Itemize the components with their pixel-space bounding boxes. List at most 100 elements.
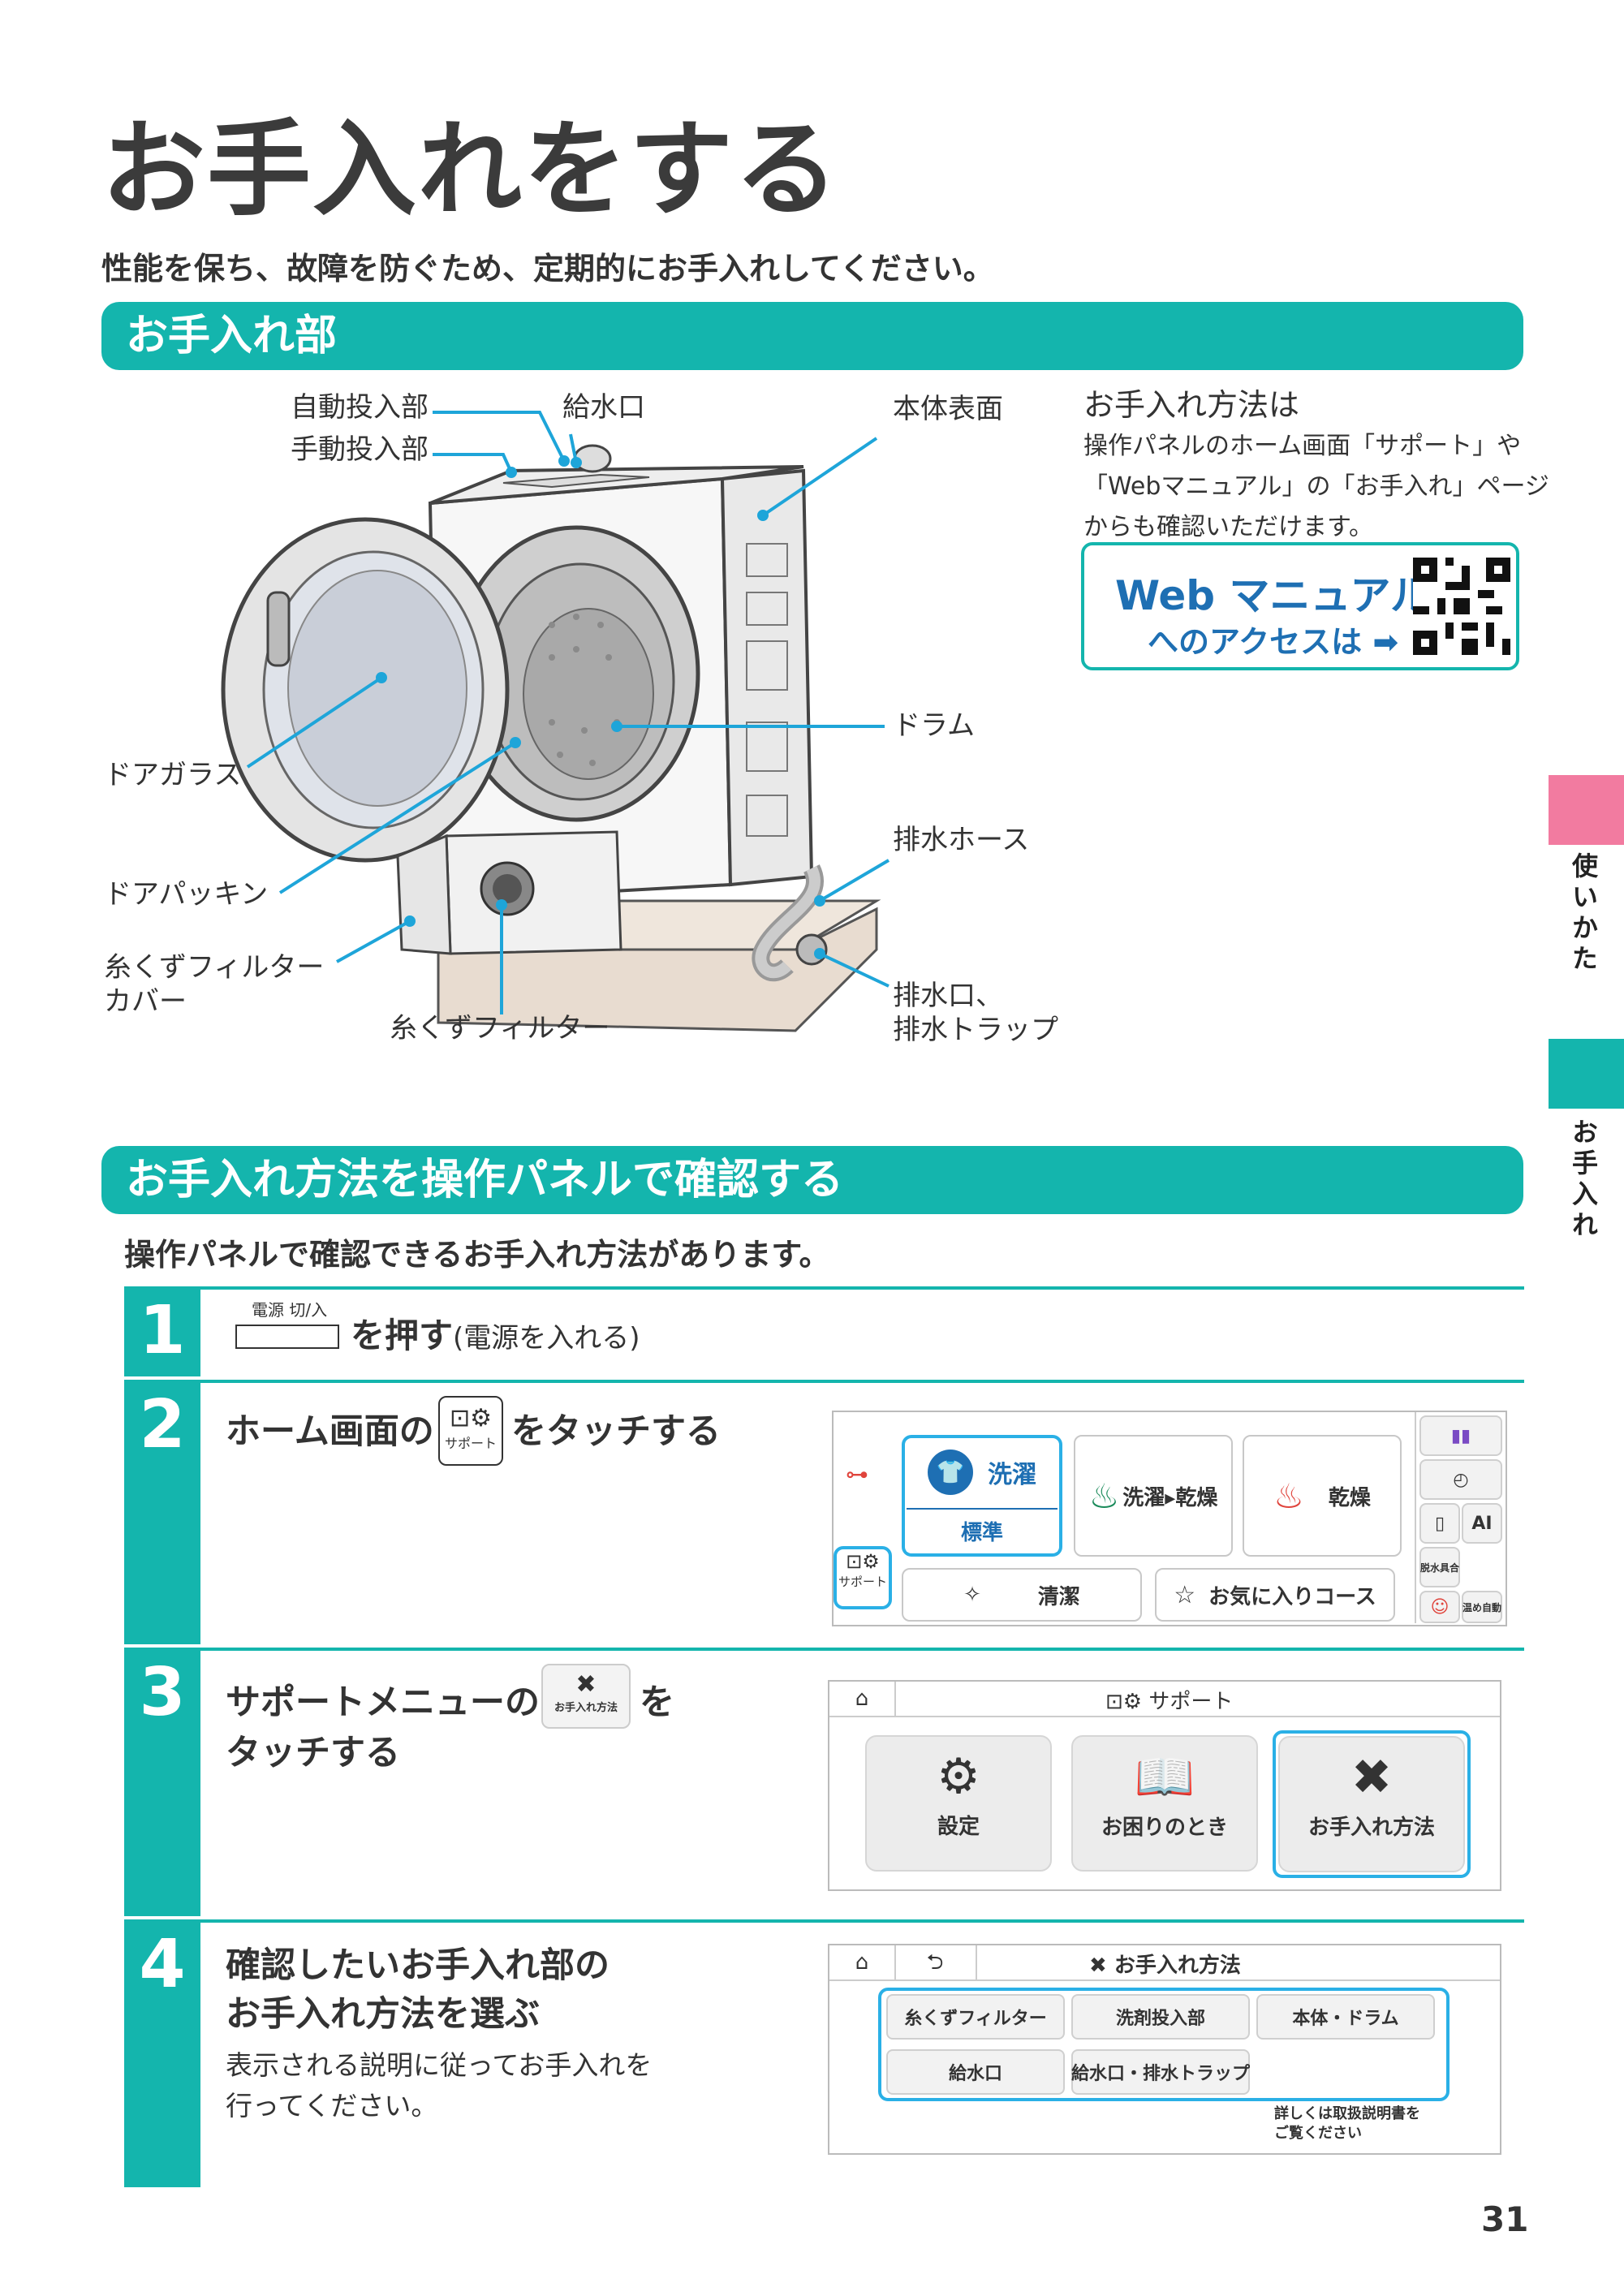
step4-desc-2: 行ってください。 [226,2090,438,2122]
care-method-label: お手入れ方法 [1307,1816,1435,1840]
care-item-drain-trap[interactable]: 給水口・排水トラップ [1071,2049,1250,2095]
side-tab-usage-marker [1549,775,1624,845]
care-screen-header [829,1945,1500,1981]
step1-note: (電源を入れる) [453,1322,640,1355]
side-tab-care[interactable]: お手入れ [1568,1118,1599,1242]
side-tab-usage[interactable]: 使いかた [1568,852,1599,976]
support-icon-button: ⊡⚙ サポート [438,1396,503,1466]
care-item-detergent[interactable]: 洗剤投入部 [1071,1994,1250,2040]
home-support-button[interactable]: ⊡⚙ サポート [835,1550,890,1590]
label-water-inlet: 給水口 [562,391,645,424]
trouble-button[interactable]: 📖 お困りのとき [1071,1735,1258,1872]
care-home-icon[interactable]: ⌂ [829,1945,896,1979]
step-number-4: 4 [139,1926,186,2003]
care-method-icon-button: ✖ お手入れ方法 [541,1664,631,1729]
care-footer-2: ご覧ください [1274,2125,1362,2142]
care-item-body-drum[interactable]: 本体・ドラム [1256,1994,1435,2040]
divider-1 [200,1380,1524,1383]
wash-dry-button[interactable]: ♨ 洗濯▸乾燥 [1074,1435,1233,1557]
care-method-button[interactable]: ✖ お手入れ方法 [1278,1736,1465,1872]
label-body-surface: 本体表面 [893,393,1003,425]
section2-lead: 操作パネルで確認できるお手入れ方法があります。 [124,1237,830,1273]
clean-label: 清潔 [1037,1584,1080,1609]
step4-line1: 確認したいお手入れ部の [226,1945,610,1986]
dry-button[interactable]: ♨ 乾燥 [1243,1435,1402,1557]
method-line-2: 「Webマニュアル」の「お手入れ」ページ [1083,472,1549,501]
label-drain-outlet-1: 排水口、 [893,980,1003,1012]
lock-key-icon: ⊶ [846,1461,868,1488]
label-manual-dispenser: 手動投入部 [291,433,429,466]
care-method-icon-label: お手入れ方法 [554,1702,618,1714]
step3-pre: サポートメニューの [226,1682,540,1723]
timer-icon[interactable]: ◴ [1419,1459,1502,1500]
ai-button[interactable]: AI [1462,1503,1502,1544]
spin-setting-button[interactable]: 脱水具合 [1419,1547,1460,1587]
wash-label: 洗濯 [988,1461,1036,1489]
support-title-icon: ⊡⚙ [1105,1690,1149,1714]
home-icon[interactable]: ⌂ [829,1682,896,1716]
side-tab-usage-color [1549,775,1624,845]
care-title-gloves-icon: ✖ [1089,1954,1114,1978]
trouble-label: お困りのとき [1101,1816,1228,1840]
method-heading: お手入れ方法は [1083,387,1300,423]
page-lead: 性能を保ち、故障を防ぐため、定期的にお手入れしてください。 [101,251,994,286]
wash-button[interactable]: 👕 洗濯 [907,1440,1058,1505]
care-footer-1: 詳しくは取扱説明書を [1274,2105,1420,2122]
step4-desc: 表示される説明に従ってお手入れを 行ってください。 [226,2045,652,2126]
clean-sparkle-icon: ✧ [963,1583,981,1607]
face-icon[interactable]: ☺ [1419,1591,1460,1623]
care-gloves-icon: ✖ [1350,1749,1393,1806]
step1-text: を押す(電源を入れる) [351,1308,640,1358]
side-tab-care-color [1549,1039,1624,1109]
step-gap-1 [124,1376,200,1380]
label-lint-cover-1: 糸くずフィルター [104,951,325,984]
qr-code-icon[interactable] [1413,557,1510,656]
label-door-packing: ドアパッキン [104,878,269,911]
care-title-label: お手入れ方法 [1114,1954,1241,1978]
back-arrow-icon[interactable]: ⮌ [894,1945,977,1979]
power-button[interactable] [235,1325,339,1349]
care-item-lint-filter[interactable]: 糸くずフィルター [886,1994,1065,2040]
detergent-bottles-icon[interactable]: ▮▮ [1419,1415,1502,1456]
support-screen-header [829,1682,1500,1717]
web-manual-box[interactable]: Web マニュアル へのアクセスは ➡ [1081,542,1519,670]
support-gear-icon: ⊡⚙ [449,1404,493,1432]
step2-pre: ホーム画面の [226,1411,434,1452]
step-number-1: 1 [139,1292,186,1369]
favorite-star-icon: ☆ [1174,1580,1196,1609]
clean-button[interactable]: ✧ 清潔 [902,1568,1142,1622]
wash-standard[interactable]: 標準 [907,1508,1058,1552]
washing-machine-illustration [221,411,890,1032]
divider-2 [200,1648,1524,1651]
wash-shirt-icon: 👕 [928,1450,973,1495]
favorite-button[interactable]: ☆ お気に入りコース [1155,1568,1395,1622]
label-lint-filter: 糸くずフィルター [390,1012,610,1045]
book-icon: 📖 [1134,1749,1195,1806]
gloves-icon: ✖ [575,1670,597,1699]
label-auto-dispenser: 自動投入部 [291,391,429,424]
step2-post: をタッチする [511,1411,721,1452]
wash-dry-icon: ♨ [1088,1475,1120,1516]
settings-button[interactable]: ⚙ 設定 [865,1735,1052,1872]
right-column: ▮▮ ◴ ▯ AI 脱水具合 ☺ 温め自動 [1415,1412,1506,1623]
support-title-label: サポート [1148,1690,1234,1714]
step-gap-3 [124,1916,200,1919]
step3-post: を [640,1682,674,1723]
wash-selected-frame [902,1435,1062,1557]
step-number-2: 2 [139,1386,186,1463]
favorite-label: お気に入りコース [1208,1584,1376,1609]
side-tab-care-marker [1549,1039,1624,1109]
step-number-3: 3 [139,1654,186,1731]
phone-icon[interactable]: ▯ [1419,1503,1460,1544]
care-item-water-inlet[interactable]: 給水口 [886,2049,1065,2095]
settings-label: 設定 [937,1815,980,1839]
auto-temp-button[interactable]: 温め自動 [1462,1591,1502,1623]
home-support-icon: ⊡⚙ [846,1550,880,1573]
support-screen-title: ⊡⚙ サポート [1105,1685,1233,1715]
section-heading-panel-check: お手入れ方法を操作パネルで確認する [101,1146,1523,1214]
wash-dry-label: 洗濯▸乾燥 [1122,1485,1218,1510]
section-heading-care-parts: お手入れ部 [101,302,1523,370]
web-manual-line-1: Web マニュアル [1115,572,1431,619]
divider-top [200,1286,1524,1290]
support-screen-panel: ⌂ ⊡⚙ サポート ⚙ 設定 📖 お困りのとき ✖ お手入れ方法 [828,1680,1501,1891]
